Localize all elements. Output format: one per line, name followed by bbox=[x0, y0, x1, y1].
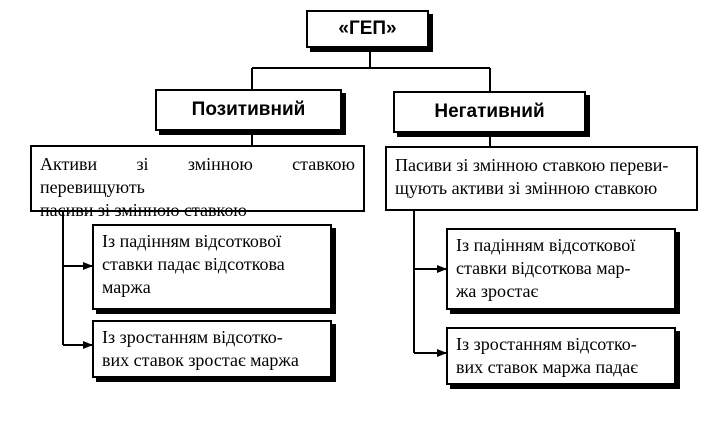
positive-outcome-2-line-2: вих ставок зростає маржа bbox=[102, 350, 299, 370]
root-node: «ГЕП» bbox=[306, 10, 429, 48]
negative-outcome-2-line-1: Із зростанням відсотко- bbox=[456, 334, 637, 354]
positive-condition-line-1: Активи зі змінною ставкою перевищують bbox=[40, 154, 355, 197]
negative-label: Негативний bbox=[434, 101, 545, 122]
positive-outcome-2: Із зростанням відсотко- вих ставок зрост… bbox=[92, 320, 332, 378]
negative-node: Негативний bbox=[393, 91, 586, 133]
positive-node: Позитивний bbox=[155, 89, 342, 131]
negative-outcome-2: Із зростанням відсотко- вих ставок маржа… bbox=[446, 327, 676, 385]
positive-condition-box: Активи зі змінною ставкою перевищують па… bbox=[30, 145, 365, 220]
positive-outcome-1: Із падінням відсоткової ставки падає від… bbox=[92, 224, 332, 310]
negative-outcome-2-line-2: вих ставок маржа падає bbox=[456, 357, 638, 377]
positive-label: Позитивний bbox=[191, 99, 306, 120]
positive-outcome-1-line-1: Із падінням відсоткової bbox=[102, 231, 282, 251]
negative-outcome-1-line-2: ставки відсоткова мар- bbox=[456, 258, 631, 278]
positive-condition-line-2: пасиви зі змінною ставкою bbox=[40, 200, 247, 220]
negative-outcome-1: Із падінням відсоткової ставки відсотков… bbox=[446, 228, 676, 310]
negative-outcome-1-line-3: жа зростає bbox=[456, 281, 539, 301]
positive-outcome-2-line-1: Із зростанням відсотко- bbox=[102, 327, 283, 347]
root-label: «ГЕП» bbox=[338, 18, 397, 39]
negative-outcome-1-line-1: Із падінням відсоткової bbox=[456, 235, 636, 255]
negative-condition-box: Пасиви зі змінною ставкою переви- щують … bbox=[385, 146, 698, 211]
negative-condition-line-1: Пасиви зі змінною ставкою переви- bbox=[395, 155, 669, 175]
positive-outcome-1-line-3: маржа bbox=[102, 277, 151, 297]
negative-condition-line-2: щують активи зі змінною ставкою bbox=[395, 178, 658, 198]
positive-outcome-1-line-2: ставки падає відсоткова bbox=[102, 254, 285, 274]
